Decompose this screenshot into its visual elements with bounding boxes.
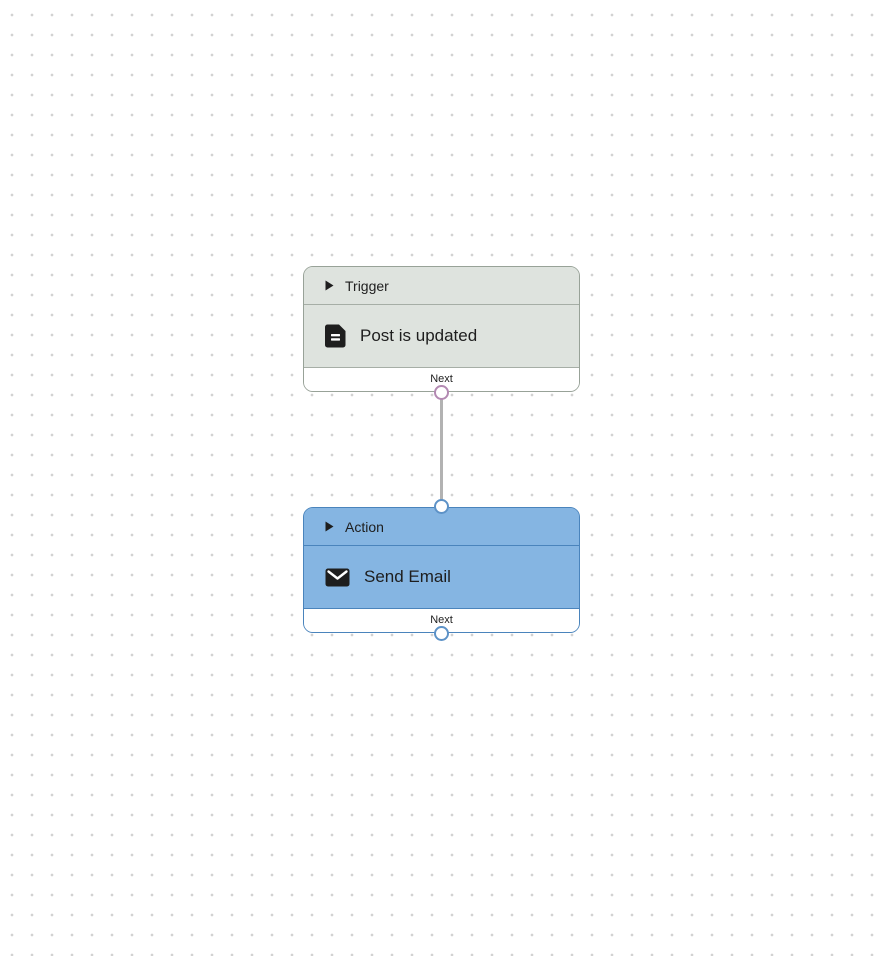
- action-input-port[interactable]: [434, 499, 449, 514]
- action-node[interactable]: Action Send Email Next: [303, 499, 580, 641]
- action-node-title: Send Email: [364, 567, 451, 586]
- trigger-node-body[interactable]: Post is updated: [304, 305, 579, 368]
- connector-edge[interactable]: [440, 393, 443, 507]
- triangle-right-icon[interactable]: [325, 280, 334, 291]
- trigger-type-label: Trigger: [345, 277, 389, 294]
- trigger-node-title: Post is updated: [360, 326, 478, 345]
- trigger-node-footer: Next: [304, 368, 579, 391]
- trigger-next-label: Next: [430, 372, 453, 385]
- action-next-label: Next: [430, 613, 453, 626]
- email-icon: [325, 568, 350, 587]
- action-output-port[interactable]: [434, 626, 449, 641]
- trigger-node[interactable]: Trigger Post is updated Next: [303, 266, 580, 400]
- action-node-footer: Next: [304, 609, 579, 632]
- action-node-body[interactable]: Send Email: [304, 546, 579, 609]
- triangle-right-icon[interactable]: [325, 521, 334, 532]
- action-type-label: Action: [345, 518, 384, 535]
- trigger-output-port[interactable]: [434, 385, 449, 400]
- action-node-header[interactable]: Action: [304, 508, 579, 546]
- trigger-node-header[interactable]: Trigger: [304, 267, 579, 305]
- post-document-icon: [325, 324, 346, 348]
